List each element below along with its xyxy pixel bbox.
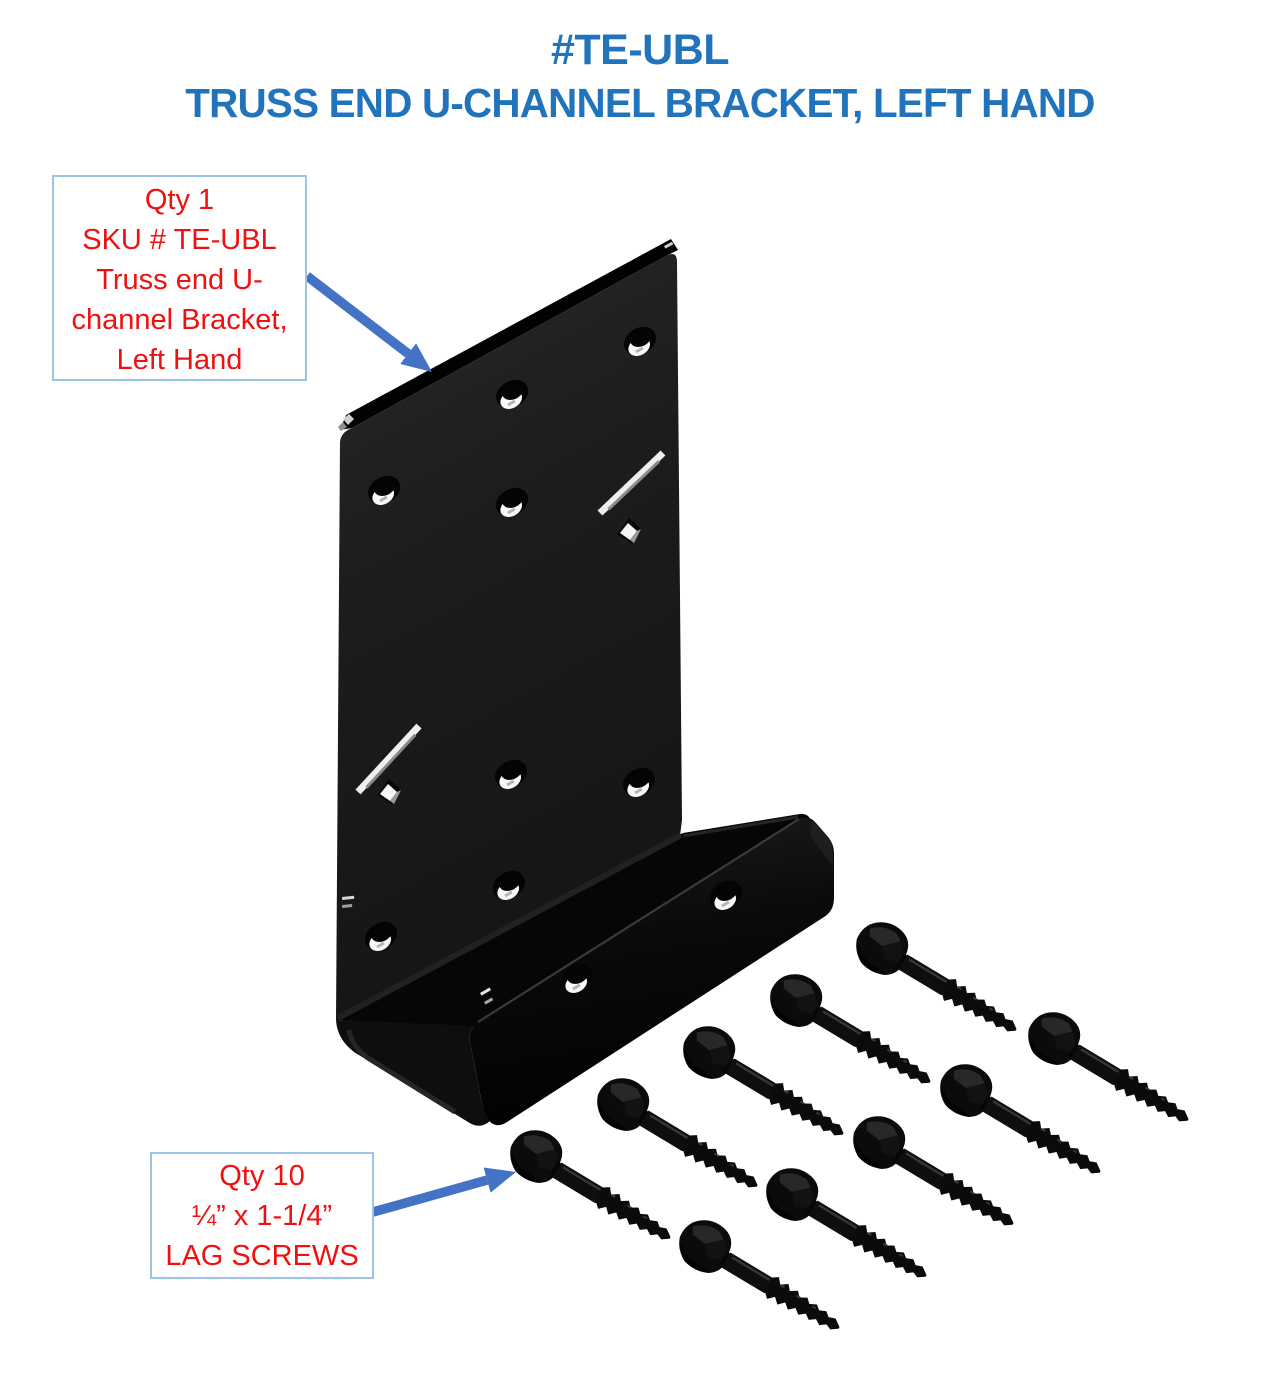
bracket-plate-top-edge — [340, 239, 678, 430]
callout-screws: Qty 10 ¼” x 1-1/4” LAG SCREWS — [150, 1152, 374, 1279]
lag-screw — [672, 1015, 859, 1156]
part-number: #TE-UBL — [550, 26, 730, 74]
channel-back-edge — [682, 815, 799, 838]
lag-screw — [759, 963, 946, 1104]
edge-glint-marks — [338, 241, 674, 1005]
lag-screw — [586, 1067, 773, 1208]
plate-slot-shade — [607, 460, 660, 511]
lag-screw — [1017, 1001, 1204, 1142]
channel-fold-edge — [336, 832, 683, 1021]
callout-bracket-line: Left Hand — [116, 344, 243, 376]
callout-bracket: Qty 1 SKU # TE-UBL Truss end U- channel … — [52, 175, 307, 381]
bracket-channel-front-wall — [469, 817, 834, 1126]
callout-screws-line: Qty 10 — [219, 1160, 305, 1192]
lag-screw — [842, 1105, 1029, 1246]
lag-screw — [845, 911, 1032, 1052]
callout-bracket-line: SKU # TE-UBL — [82, 224, 277, 256]
plate-slot-streak — [355, 723, 422, 795]
plate-slot-streak — [597, 450, 666, 516]
callout-arrow-shaft — [371, 1175, 489, 1217]
callout-screws-line: ¼” x 1-1/4” — [191, 1200, 333, 1232]
channel-rim-highlight — [477, 818, 800, 1023]
callout-bracket-line: channel Bracket, — [71, 304, 288, 336]
bracket-channel-interior — [336, 813, 812, 1028]
callout-bracket-line: Truss end U- — [96, 264, 263, 296]
lag-screw — [755, 1157, 942, 1298]
callout-arrows — [304, 272, 516, 1217]
callout-bracket-line: Qty 1 — [144, 184, 215, 216]
lag-screw — [668, 1209, 855, 1350]
bracket-channel-bottom — [336, 1020, 490, 1126]
callout-arrow-shaft — [304, 272, 412, 358]
callout-screws-line: LAG SCREWS — [165, 1240, 359, 1272]
channel-end-facet — [810, 820, 833, 866]
page-title: TRUSS END U-CHANNEL BRACKET, LEFT HAND — [185, 80, 1095, 126]
slots-layer — [355, 450, 666, 805]
callout-arrow-icon — [400, 343, 432, 372]
lag-screw — [929, 1053, 1116, 1194]
bracket — [336, 239, 834, 1126]
lag-screw — [499, 1119, 686, 1260]
callout-arrow-icon — [483, 1167, 516, 1193]
bracket-plate — [336, 254, 682, 1020]
channel-bottom-curve — [346, 1029, 457, 1115]
plate-slot-shade — [365, 733, 417, 789]
